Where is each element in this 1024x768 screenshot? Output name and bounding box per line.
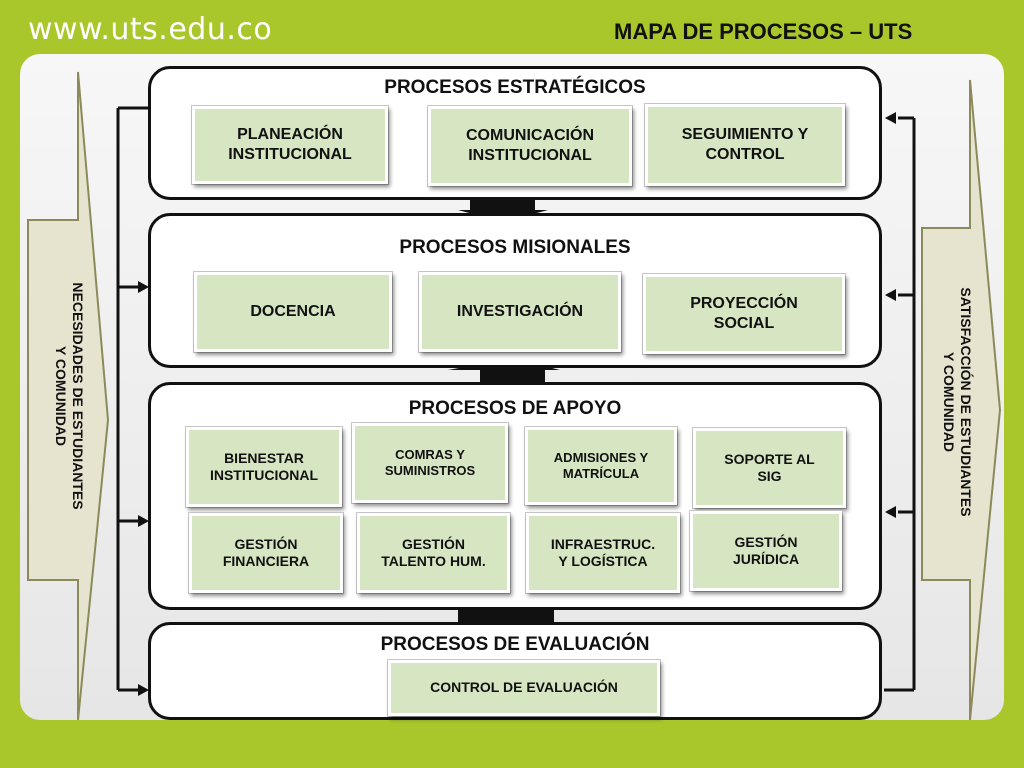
section-title-misionales: PROCESOS MISIONALES [399,237,631,258]
process-gestion-financiera[interactable]: GESTIÓN FINANCIERA [189,513,343,593]
process-docencia[interactable]: DOCENCIA [194,272,392,352]
page-title: MAPA DE PROCESOS – UTS [614,19,913,44]
process-admisiones-matricula[interactable]: ADMISIONES Y MATRÍCULA [525,427,677,505]
site-url[interactable]: www.uts.edu.co [28,12,273,47]
section-title-estrategicos: PROCESOS ESTRATÉGICOS [384,77,646,98]
process-soporte-sig[interactable]: SOPORTE AL SIG [693,428,846,508]
process-planeacion-institucional[interactable]: PLANEACIÓN INSTITUCIONAL [192,106,388,184]
process-seguimiento-control[interactable]: SEGUIMIENTO Y CONTROL [645,104,845,186]
process-gestion-juridica[interactable]: GESTIÓN JURÍDICA [690,511,842,591]
process-infraestructura-logistica[interactable]: INFRAESTRUC. Y LOGÍSTICA [526,513,680,593]
process-bienestar-institucional[interactable]: BIENESTAR INSTITUCIONAL [186,427,342,507]
process-compras-suministros[interactable]: COMRAS Y SUMINISTROS [352,423,508,503]
section-title-apoyo: PROCESOS DE APOYO [408,398,622,419]
section-title-evaluacion: PROCESOS DE EVALUACIÓN [380,634,650,655]
process-comunicacion-institucional[interactable]: COMUNICACIÓN INSTITUCIONAL [428,106,632,186]
process-investigacion[interactable]: INVESTIGACIÓN [419,272,621,352]
process-proyeccion-social[interactable]: PROYECCIÓN SOCIAL [643,274,845,354]
process-control-evaluacion[interactable]: CONTROL DE EVALUACIÓN [388,660,660,716]
right-side-label: SATISFACCIÓN DE ESTUDIANTES Y COMUNIDAD [941,287,974,517]
process-gestion-talento-humano[interactable]: GESTIÓN TALENTO HUM. [357,513,510,593]
left-side-label: NECESIDADES DE ESTUDIANTES Y COMUNIDAD [53,282,86,510]
